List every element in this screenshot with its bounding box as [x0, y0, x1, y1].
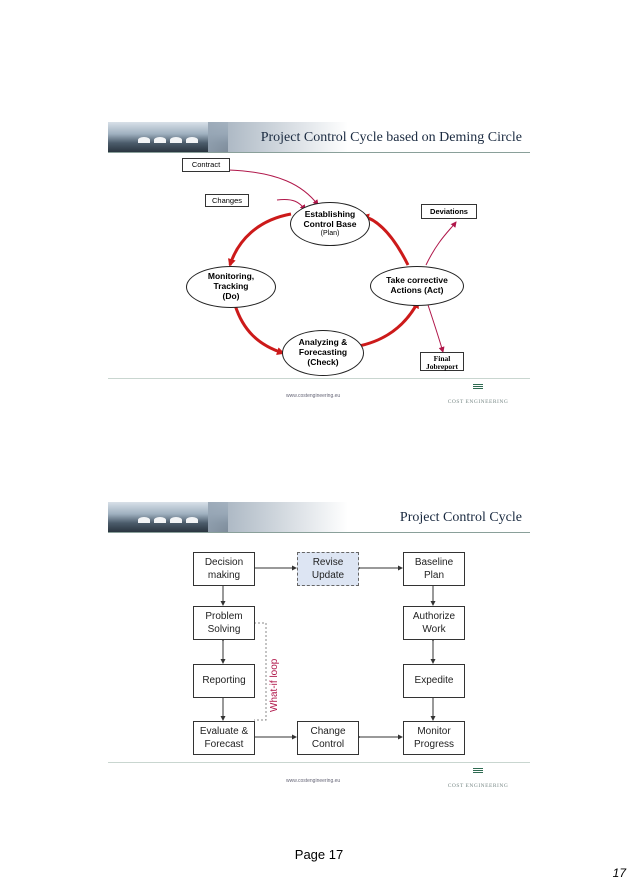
- act-node: Take corrective Actions (Act): [370, 266, 464, 306]
- baseline-plan-node: Baseline Plan: [403, 552, 465, 586]
- final-label: Final: [433, 354, 451, 363]
- changes-box: Changes: [205, 194, 249, 207]
- logo-icon: [473, 384, 483, 389]
- page-label: Page 17: [294, 847, 344, 862]
- page-number: 17: [612, 866, 626, 880]
- monitor-progress-node: Monitor Progress: [403, 721, 465, 755]
- check-node: Analyzing & Forecasting (Check): [282, 330, 364, 376]
- final-jobreport-box: Final Jobreport: [420, 352, 464, 371]
- what-if-loop-label: What-if loop: [269, 658, 280, 712]
- deming-diagram: Contract Changes Deviations Final Jobrep…: [108, 120, 530, 410]
- slide-banner: Project Control Cycle: [108, 500, 530, 536]
- footer-logo: COST ENGINEERING: [443, 768, 513, 792]
- evaluate-forecast-node: Evaluate & Forecast: [193, 721, 255, 755]
- footer-url: www.costengineering.eu: [286, 393, 341, 399]
- revise-update-node: Revise Update: [297, 552, 359, 586]
- change-control-node: Change Control: [297, 721, 359, 755]
- slide-title: Project Control Cycle based on Deming Ci…: [260, 130, 522, 145]
- slide-title: Project Control Cycle: [399, 510, 522, 525]
- slide-deming-cycle: Project Control Cycle based on Deming Ci…: [108, 120, 530, 410]
- do-node: Monitoring, Tracking (Do): [186, 266, 276, 308]
- plan-node: Establishing Control Base (Plan): [290, 202, 370, 246]
- expedite-node: Expedite: [403, 664, 465, 698]
- cycle-connectors: [220, 565, 436, 740]
- jobreport-label: Jobreport: [426, 361, 458, 371]
- logo-icon: [473, 768, 483, 773]
- deviations-box: Deviations: [421, 204, 477, 219]
- decision-making-node: Decision making: [193, 552, 255, 586]
- slide-control-cycle: Project Control Cycle Decision making Re…: [108, 500, 530, 790]
- slide-banner: Project Control Cycle based on Deming Ci…: [108, 120, 530, 156]
- contract-box: Contract: [182, 158, 230, 172]
- authorize-work-node: Authorize Work: [403, 606, 465, 640]
- problem-solving-node: Problem Solving: [193, 606, 255, 640]
- footer-logo: COST ENGINEERING: [443, 384, 513, 408]
- footer-url: www.costengineering.eu: [286, 778, 341, 784]
- reporting-node: Reporting: [193, 664, 255, 698]
